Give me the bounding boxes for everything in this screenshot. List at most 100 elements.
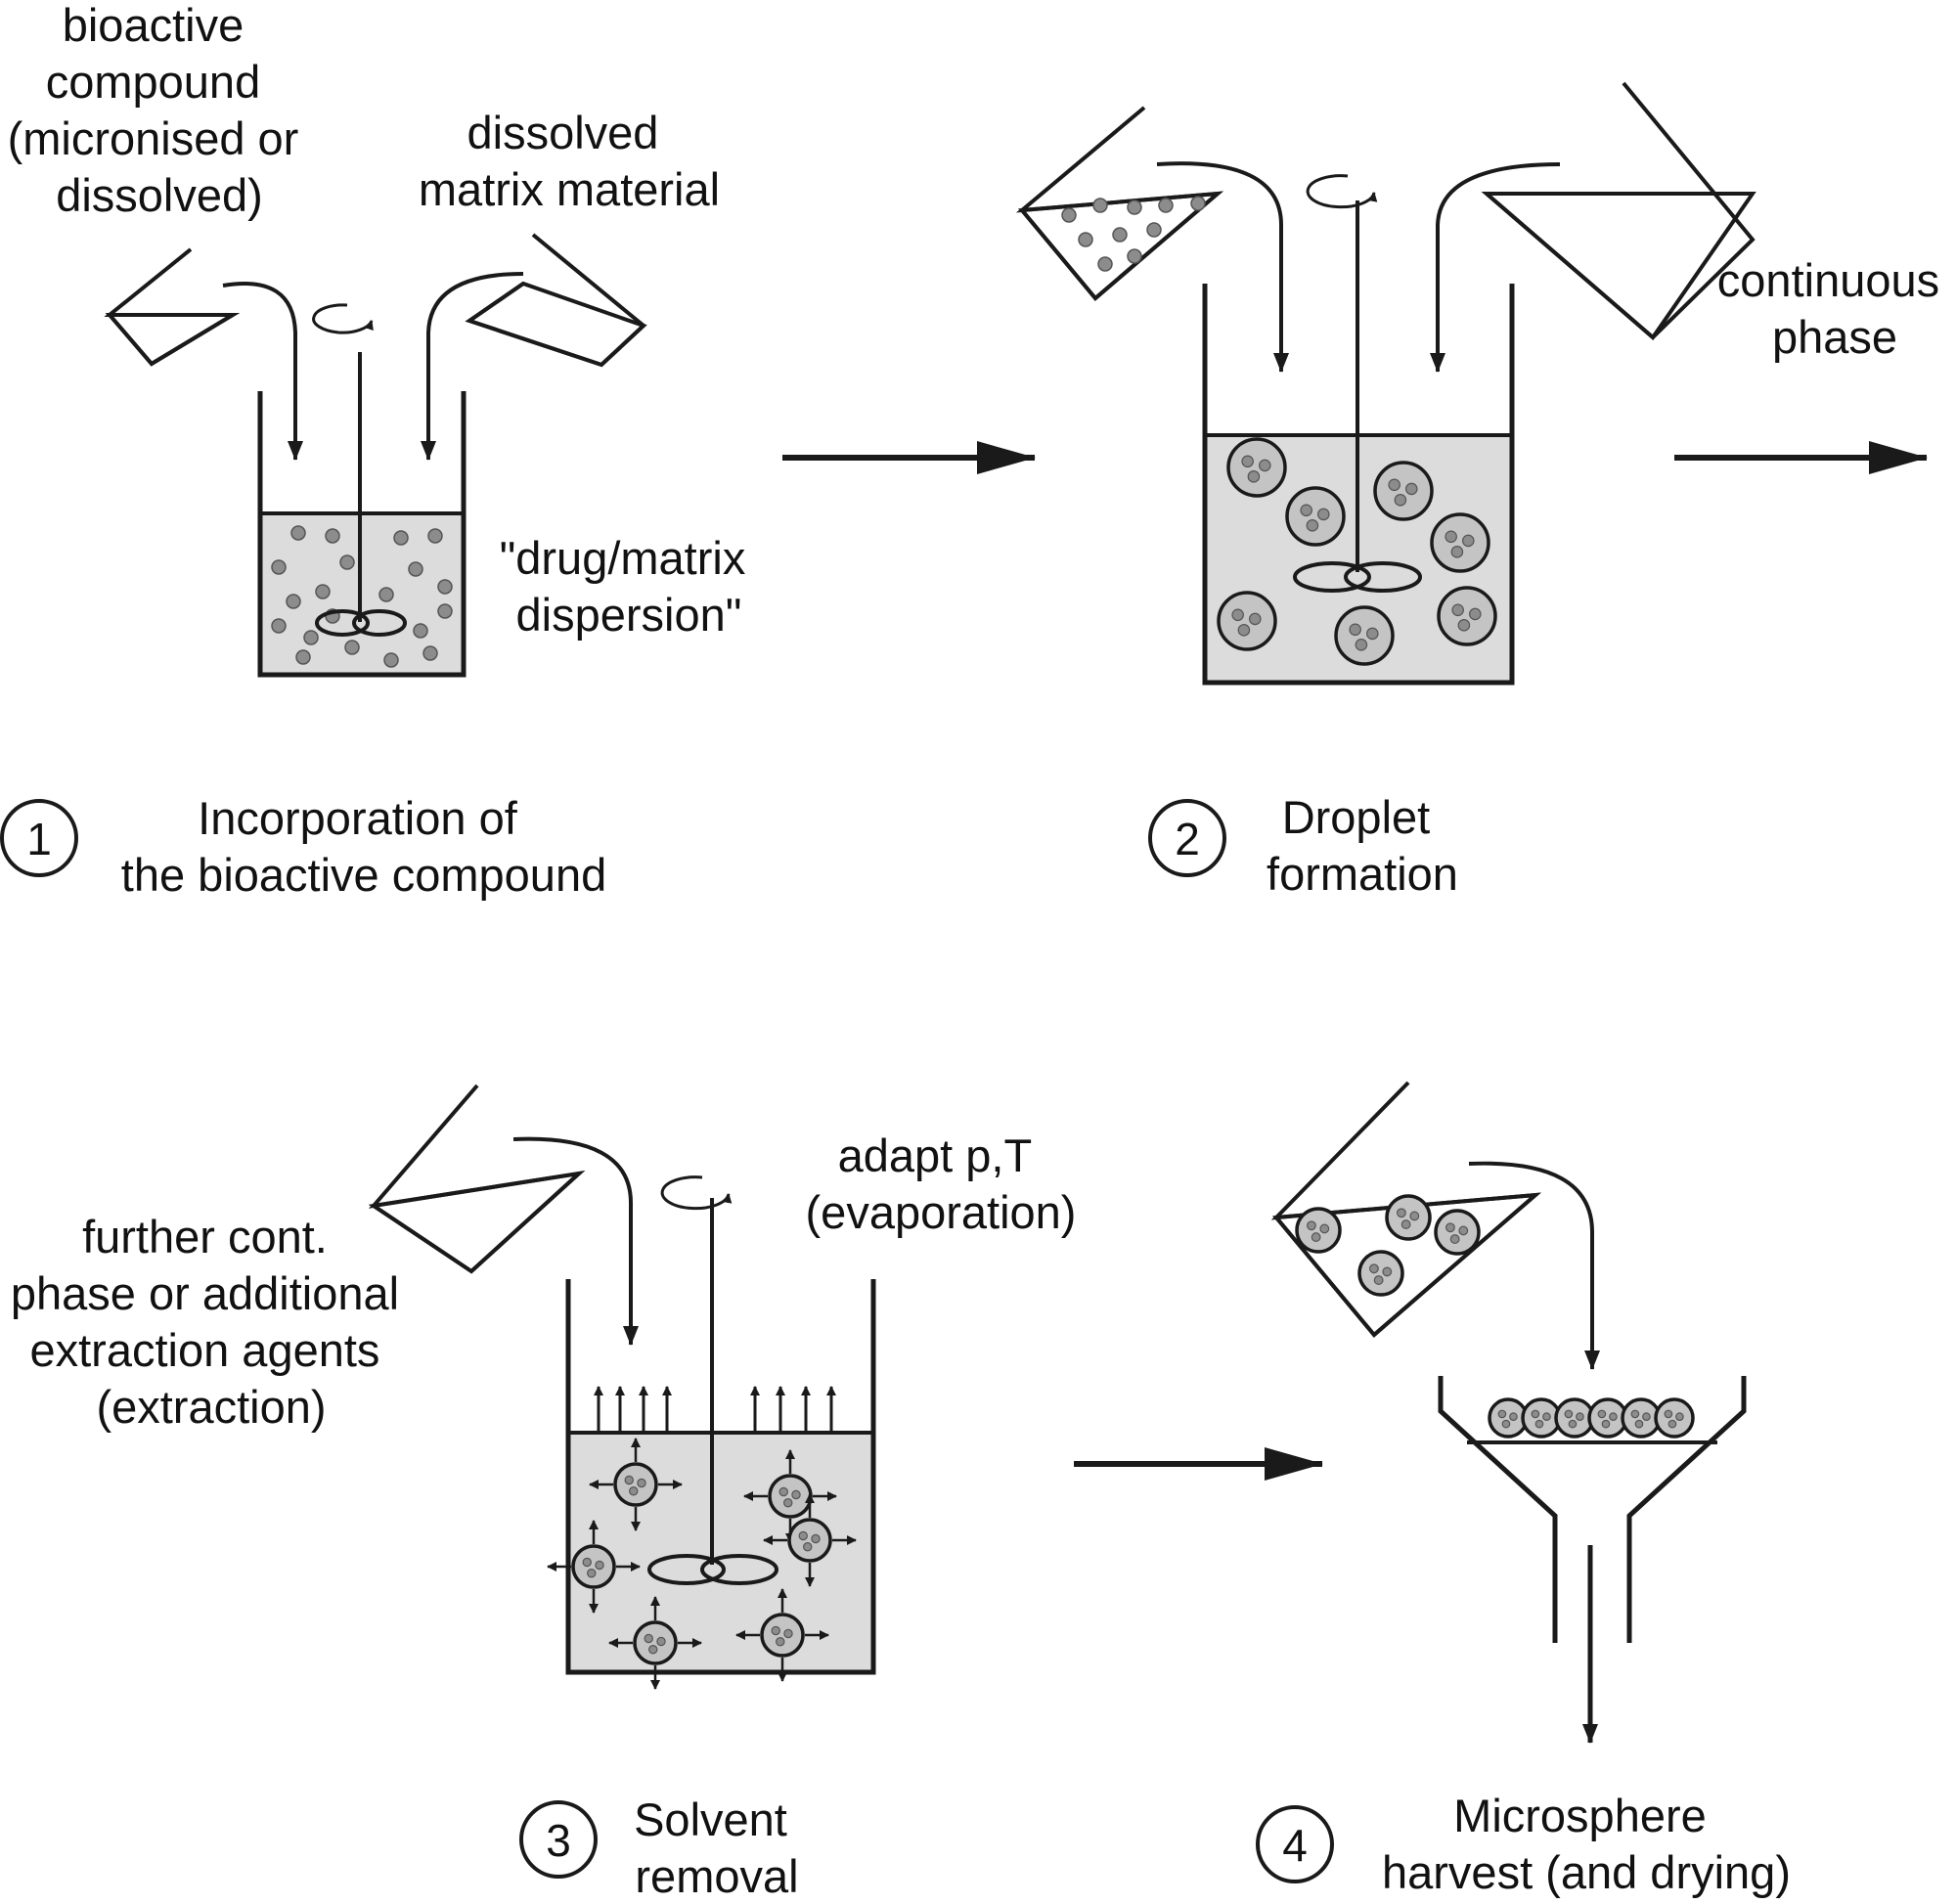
encapsulated-particle <box>1531 1409 1540 1419</box>
encapsulated-particle <box>1457 619 1471 632</box>
microsphere-droplet <box>571 1544 616 1589</box>
encapsulated-particle <box>1355 639 1368 651</box>
encapsulated-particle <box>1609 1412 1618 1421</box>
encapsulated-particle <box>811 1533 821 1544</box>
particle <box>413 623 428 639</box>
encapsulated-particle <box>1664 1409 1673 1419</box>
step-badge-4: 4 <box>1256 1805 1334 1883</box>
stirrer-2 <box>1293 174 1422 593</box>
caption-step-3: Solvent removal <box>634 1793 800 1902</box>
encapsulated-particle <box>1458 1225 1469 1236</box>
particle <box>1097 256 1113 272</box>
encapsulated-particle <box>582 1557 592 1568</box>
pour-arrow-continuous <box>1430 162 1561 373</box>
compound-container <box>104 247 241 367</box>
encapsulated-particle <box>1409 1211 1420 1221</box>
stirrer-1 <box>311 303 407 637</box>
encapsulated-particle <box>1497 1409 1507 1419</box>
beaker-3 <box>565 1279 876 1675</box>
encapsulated-particle <box>1349 623 1361 637</box>
encapsulated-particle <box>1634 1419 1644 1429</box>
encapsulated-particle <box>1564 1409 1574 1419</box>
encapsulated-particle <box>771 1625 780 1636</box>
microsphere-droplet <box>1437 586 1497 646</box>
step-number-3: 3 <box>546 1815 571 1866</box>
label-dissolved-matrix: dissolved matrix material <box>419 107 720 215</box>
encapsulated-particle <box>1468 607 1482 621</box>
microsphere-droplet <box>1430 512 1490 573</box>
particle <box>1112 227 1128 243</box>
step-number-1: 1 <box>26 814 52 864</box>
step-badge-3: 3 <box>519 1800 598 1879</box>
label-extraction: further cont. phase or additional extrac… <box>11 1211 412 1433</box>
microsphere-droplet <box>787 1518 832 1563</box>
particle <box>422 645 438 661</box>
encapsulated-particle <box>1576 1412 1584 1421</box>
particle <box>286 594 301 609</box>
particle <box>271 618 287 634</box>
particle <box>1092 198 1108 213</box>
particle <box>339 554 355 570</box>
particle <box>437 579 453 595</box>
encapsulated-particle <box>776 1637 785 1647</box>
particle <box>1146 222 1162 238</box>
encapsulated-particle <box>1307 1220 1316 1231</box>
particle <box>1190 196 1206 211</box>
particle <box>378 587 394 602</box>
filter-funnel <box>1438 1376 1747 1643</box>
particle <box>315 584 331 599</box>
encapsulated-particle <box>783 1628 793 1639</box>
particle <box>325 528 340 544</box>
encapsulated-particle <box>644 1633 653 1644</box>
microsphere-droplet <box>1285 486 1346 547</box>
matrix-container <box>465 233 647 368</box>
encapsulated-particle <box>1382 1266 1393 1277</box>
encapsulated-particle <box>1394 494 1407 507</box>
encapsulated-particle <box>1501 1419 1511 1429</box>
encapsulated-particle <box>1445 530 1457 544</box>
encapsulated-particle <box>1450 546 1464 558</box>
encapsulated-particle <box>1642 1412 1651 1421</box>
encapsulated-particle <box>629 1486 639 1496</box>
step-number-2: 2 <box>1175 814 1200 864</box>
encapsulated-particle <box>637 1478 646 1488</box>
caption-step-4: Microsphere harvest (and drying) <box>1382 1790 1791 1898</box>
encapsulated-particle <box>1373 1275 1384 1285</box>
extraction-container <box>368 1084 586 1274</box>
drug-particles <box>271 525 453 668</box>
emulsion-droplets <box>1217 437 1497 666</box>
pour-arrow-extraction <box>512 1136 639 1346</box>
encapsulated-particle <box>1667 1419 1677 1429</box>
particle <box>295 649 311 665</box>
encapsulated-particle <box>624 1475 634 1485</box>
microsphere-droplet <box>1434 1209 1481 1256</box>
encapsulated-particle <box>791 1489 801 1500</box>
encapsulated-particle <box>1400 1219 1411 1229</box>
encapsulated-particle <box>1248 612 1262 626</box>
pour-arrow-harvest <box>1468 1161 1600 1370</box>
particle <box>290 525 306 541</box>
encapsulated-particle <box>1319 1223 1330 1234</box>
pour-arrow-matrix <box>421 272 524 461</box>
microsphere-droplet <box>633 1620 678 1665</box>
step-badge-2: 2 <box>1148 799 1226 877</box>
encapsulated-particle <box>656 1636 666 1647</box>
encapsulated-particle <box>1311 1232 1321 1242</box>
particle <box>344 640 360 655</box>
encapsulated-particle <box>1509 1412 1518 1421</box>
encapsulated-particle <box>1397 1208 1406 1218</box>
evaporation-arrows <box>594 1386 836 1433</box>
microsphere-droplet <box>613 1462 658 1507</box>
microsphere-droplet <box>1217 591 1277 651</box>
microsphere-droplet <box>768 1474 813 1519</box>
microsphere-droplet <box>1357 1250 1404 1297</box>
pour-arrow-dispersion <box>1156 161 1289 373</box>
encapsulated-particle <box>1461 534 1475 548</box>
encapsulated-particle <box>1630 1409 1640 1419</box>
harvested-microspheres <box>1488 1397 1695 1439</box>
particle <box>1127 248 1142 264</box>
particle <box>393 530 409 546</box>
encapsulated-particle <box>1568 1419 1578 1429</box>
caption-step-2: Droplet formation <box>1267 791 1458 900</box>
